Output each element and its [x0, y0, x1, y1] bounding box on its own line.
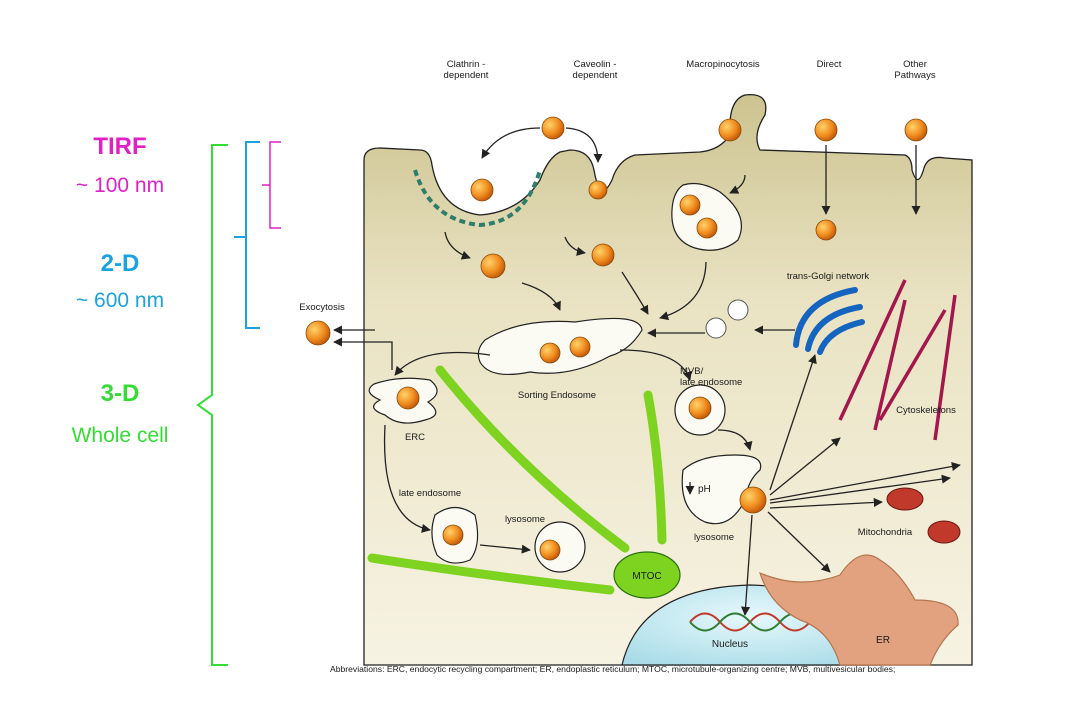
label-late-endosome: late endosome	[399, 488, 461, 499]
cargo-particles	[305, 116, 928, 561]
label-clathrin: Clathrin -dependent	[444, 59, 489, 81]
mitochondrion-2	[927, 520, 961, 544]
label-mvb: MVB/late endosome	[680, 366, 742, 388]
two-d-depth: ~ 600 nm	[75, 289, 165, 312]
label-mtoc: MTOC	[632, 571, 661, 582]
label-caveolin: Caveolin -dependent	[573, 59, 618, 81]
pathway-arrows	[333, 127, 961, 616]
mitochondrion-1	[886, 487, 924, 511]
vesicle-2	[727, 299, 749, 321]
label-exocytosis: Exocytosis	[299, 302, 345, 313]
label-cytoskeletons: Cytoskeletons	[896, 405, 956, 416]
label-direct: Direct	[817, 59, 842, 70]
sorting-endosome	[477, 317, 643, 375]
tirf-bracket	[262, 141, 281, 229]
mtoc	[613, 551, 681, 599]
abbreviations: Abbreviations: ERC, endocytic recycling …	[330, 664, 895, 674]
vesicle-1	[705, 317, 727, 339]
microtubule-right	[643, 390, 667, 545]
cytoskeleton-filaments	[838, 279, 957, 441]
label-er: ER	[876, 635, 890, 646]
er-organelle	[759, 554, 959, 666]
three-d-depth: Whole cell	[71, 424, 169, 447]
microtubule-left	[435, 365, 630, 553]
label-erc: ERC	[405, 432, 425, 443]
two-d-title: 2-D	[100, 250, 140, 277]
clathrin-coat	[413, 169, 542, 228]
label-lysosome-left: lysosome	[505, 514, 545, 525]
microtubule-bottom	[367, 553, 615, 595]
three-d-title: 3-D	[100, 380, 140, 407]
golgi-network	[793, 287, 865, 355]
label-nucleus: Nucleus	[712, 639, 748, 650]
dna-strand-icon	[689, 612, 811, 632]
tirf-depth: ~ 100 nm	[75, 174, 165, 197]
label-mitochondria: Mitochondria	[858, 527, 913, 538]
tirf-title: TIRF	[93, 133, 147, 160]
label-macropinocytosis: Macropinocytosis	[686, 59, 760, 70]
two-d-bracket	[234, 141, 260, 329]
label-lysosome-right: lysosome	[694, 532, 734, 543]
lysosome-right	[681, 454, 762, 525]
three-d-bracket	[196, 144, 228, 666]
label-ph: pH	[698, 484, 711, 495]
label-trans-golgi: trans-Golgi network	[787, 271, 870, 282]
label-sorting-endosome: Sorting Endosome	[518, 390, 596, 401]
